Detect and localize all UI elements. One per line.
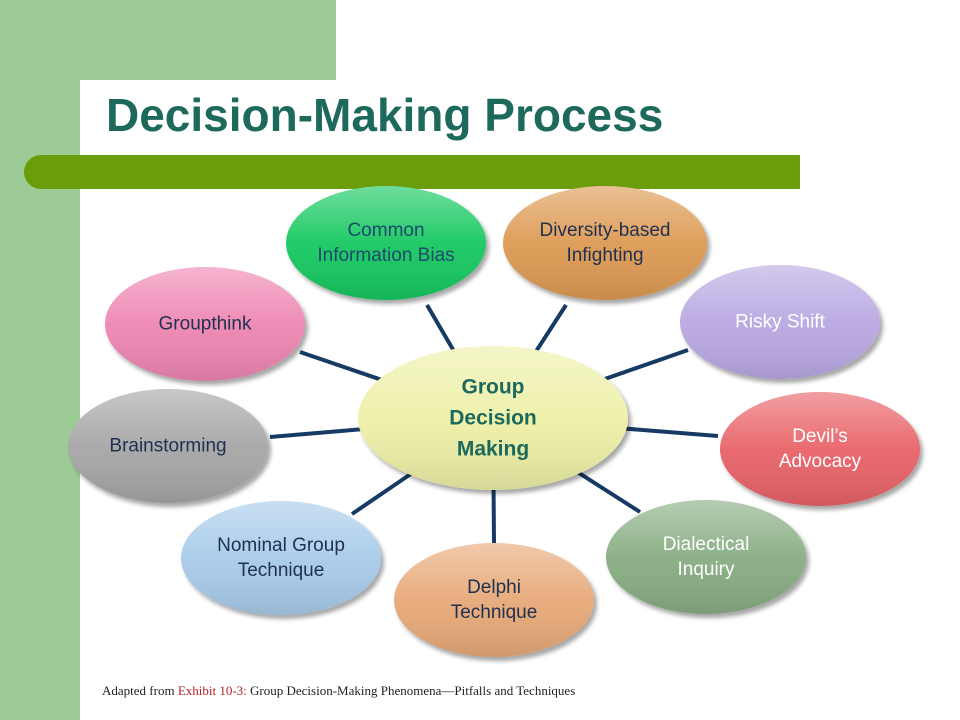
node-label-brainstorming-line-1: Brainstorming: [109, 436, 226, 457]
node-risky-shift: Risky Shift: [680, 265, 880, 379]
node-label-devils-advocacy-line-1: Devil’s: [792, 426, 848, 447]
node-label-brainstorming: Brainstorming: [109, 436, 226, 457]
center-node-label-line-1: Group: [462, 376, 525, 399]
node-gloss-groupthink: [105, 267, 305, 381]
node-gloss-diversity-based-infighting: [503, 186, 707, 300]
title-underline-bar: [24, 155, 800, 189]
node-label-diversity-based-infighting-line-2: Infighting: [566, 245, 643, 266]
node-label-risky-shift: Risky Shift: [735, 312, 825, 333]
node-gloss-devils-advocacy: [720, 392, 920, 506]
slide-title: Decision-Making Process: [106, 89, 664, 141]
node-label-diversity-based-infighting-line-1: Diversity-based: [540, 220, 671, 241]
node-label-groupthink: Groupthink: [159, 314, 252, 335]
center-node-label-line-3: Making: [457, 438, 529, 461]
node-gloss-delphi-technique: [394, 543, 594, 657]
top-header-block: [0, 0, 336, 80]
node-label-risky-shift-line-1: Risky Shift: [735, 312, 825, 333]
node-label-dialectical-inquiry-line-1: Dialectical: [663, 534, 750, 555]
node-label-nominal-group-technique-line-1: Nominal Group: [217, 535, 345, 556]
node-label-delphi-technique-line-2: Technique: [451, 602, 538, 623]
left-sidebar-band: [0, 0, 80, 720]
node-label-dialectical-inquiry-line-2: Inquiry: [677, 559, 735, 580]
node-label-delphi-technique-line-1: Delphi: [467, 577, 521, 598]
footnote-exhibit: Exhibit 10-3:: [177, 683, 247, 698]
center-node-label-line-2: Decision: [449, 407, 537, 430]
node-brainstorming: Brainstorming: [68, 389, 268, 503]
node-gloss-brainstorming: [68, 389, 268, 503]
node-label-common-information-bias-line-1: Common: [347, 220, 424, 241]
node-groupthink: Groupthink: [105, 267, 305, 381]
node-gloss-risky-shift: [680, 265, 880, 379]
footnote-rest: Group Decision-Making Phenomena—Pitfalls…: [246, 683, 576, 698]
node-gloss-nominal-group-technique: [181, 501, 381, 615]
node-label-groupthink-line-1: Groupthink: [159, 314, 252, 335]
center-node-gloss: [358, 346, 628, 490]
source-footnote: Adapted from Exhibit 10-3: Group Decisio…: [102, 683, 575, 699]
node-label-nominal-group-technique-line-2: Technique: [238, 560, 325, 581]
node-label-devils-advocacy-line-2: Advocacy: [779, 451, 862, 472]
footnote-prefix: Adapted from: [102, 683, 178, 698]
node-gloss-dialectical-inquiry: [606, 500, 806, 614]
node-gloss-common-information-bias: [286, 186, 486, 300]
node-label-common-information-bias-line-2: Information Bias: [317, 245, 454, 266]
